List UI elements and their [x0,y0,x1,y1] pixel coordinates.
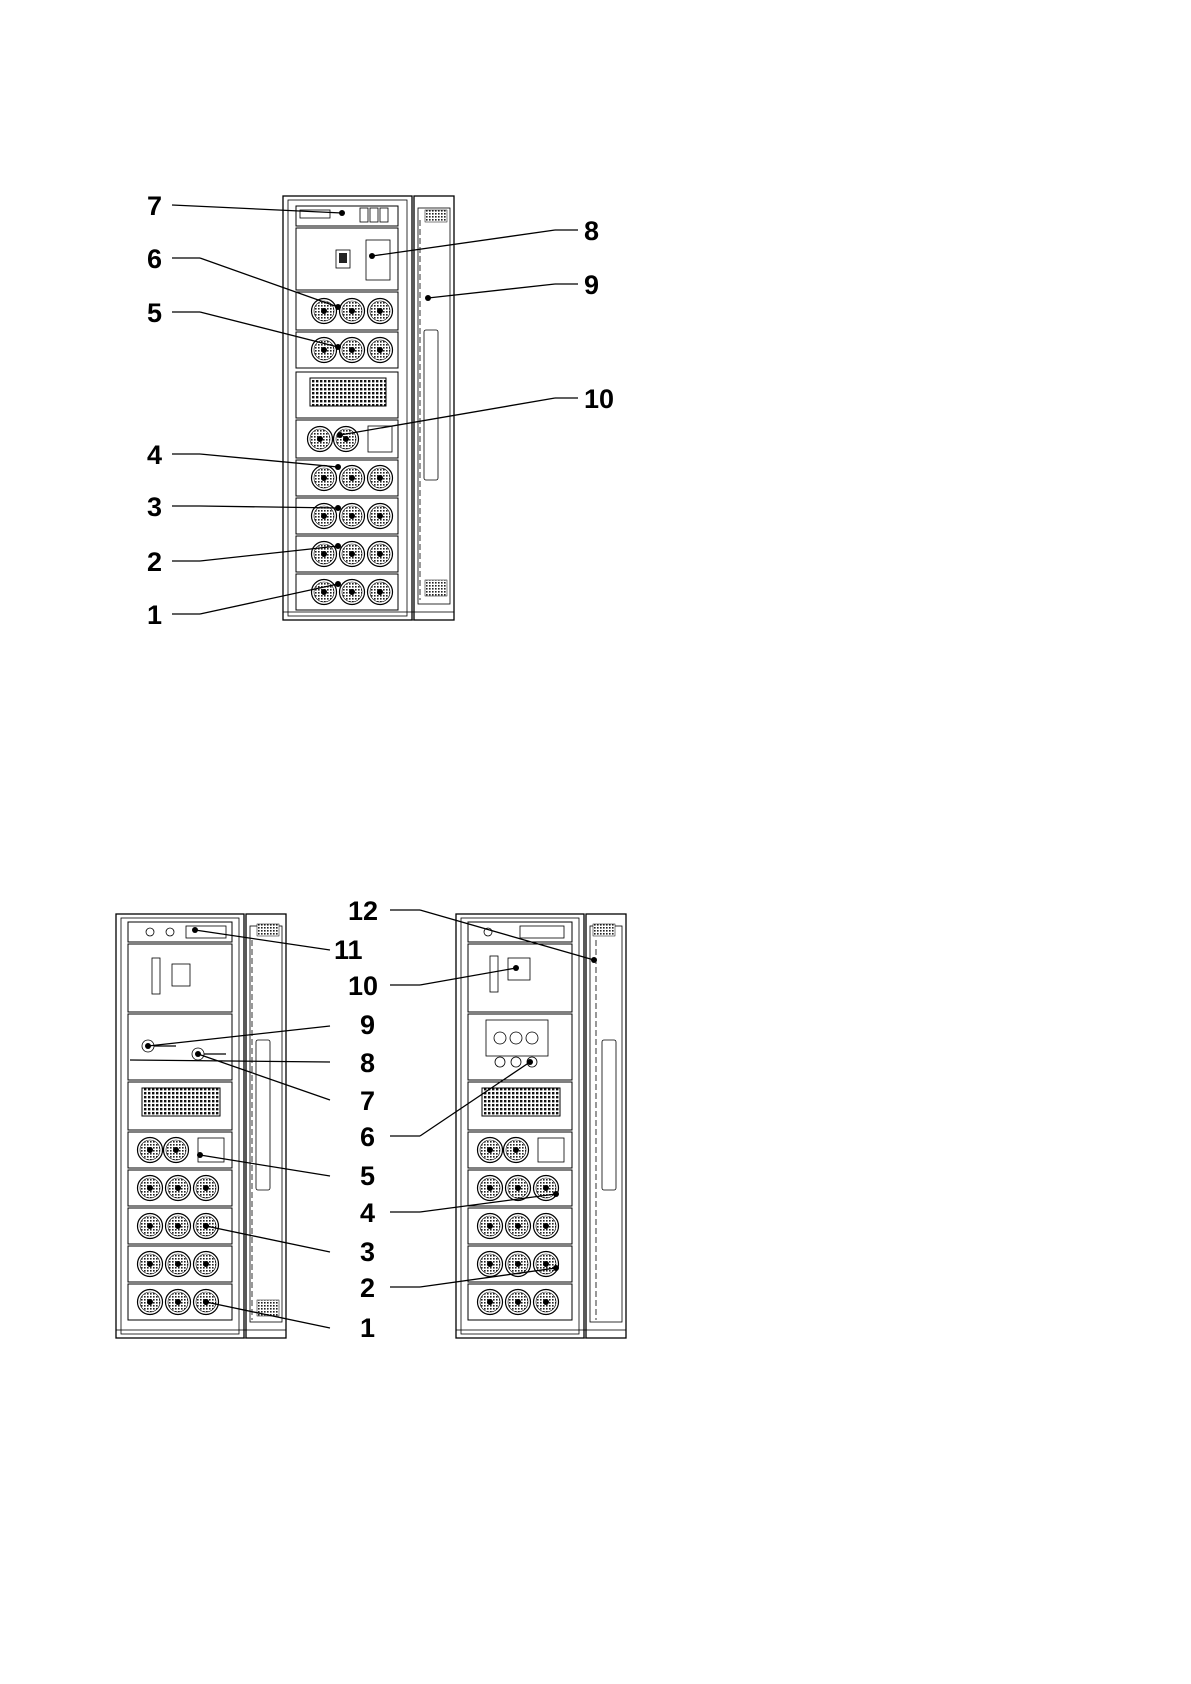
callout-10: 10 [584,384,614,414]
callout-bl-1: 1 [360,1313,375,1343]
callout-br-10: 10 [348,971,378,1001]
callout-3: 3 [147,492,162,522]
callout-2: 2 [147,547,162,577]
callout-9: 9 [584,270,599,300]
callout-4: 4 [147,440,162,470]
bottom-left-cabinet [116,914,286,1338]
callout-7: 7 [147,191,162,221]
callout-bl-11: 11 [334,935,363,965]
callout-1: 1 [147,600,162,630]
callout-bl-7: 7 [360,1086,375,1116]
callout-bl-5: 5 [360,1161,375,1191]
callout-bl-9: 9 [360,1010,375,1040]
callout-br-6: 6 [360,1122,375,1152]
callout-br-4: 4 [360,1198,375,1228]
callout-8: 8 [584,216,599,246]
top-cabinet [283,196,454,620]
bottom-right-cabinet [456,914,626,1338]
callout-br-2: 2 [360,1273,375,1303]
callout-br-12: 12 [348,896,378,926]
callout-6: 6 [147,244,162,274]
callout-bl-3: 3 [360,1237,375,1267]
callout-5: 5 [147,298,162,328]
callout-bl-8: 8 [360,1048,375,1078]
